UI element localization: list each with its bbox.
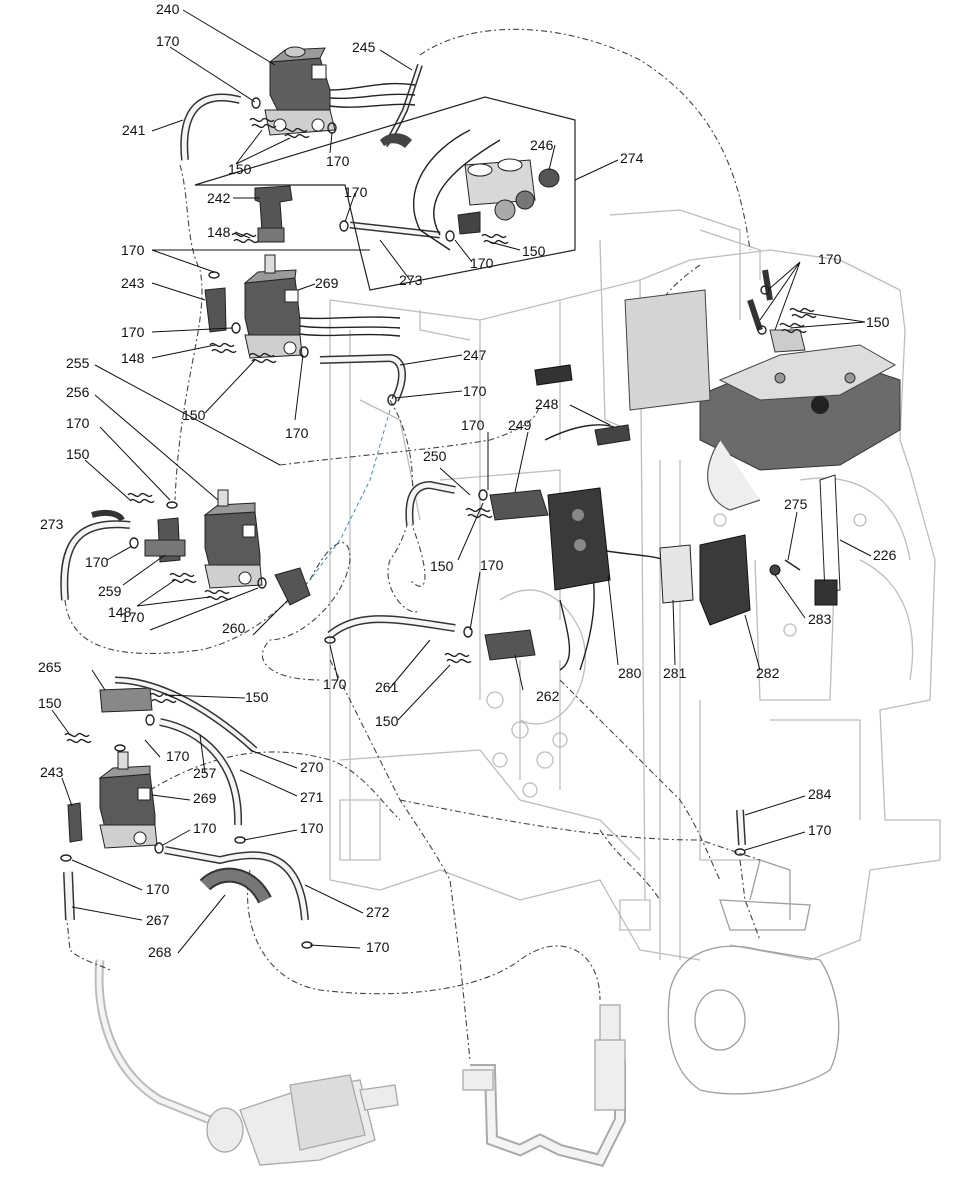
label-150: 150 <box>38 695 62 711</box>
solenoid-valve-240 <box>264 46 336 136</box>
label-265: 265 <box>38 659 62 675</box>
label-150: 150 <box>245 689 269 705</box>
label-270: 270 <box>300 759 324 775</box>
label-248: 248 <box>535 396 559 412</box>
label-240: 240 <box>156 1 180 17</box>
label-247: 247 <box>463 347 487 363</box>
label-170: 170 <box>463 383 487 399</box>
label-269: 269 <box>193 790 217 806</box>
label-150: 150 <box>430 558 454 574</box>
label-170: 170 <box>285 425 309 441</box>
connection-lines <box>64 28 761 1061</box>
label-150: 150 <box>228 161 252 177</box>
label-170: 170 <box>818 251 842 267</box>
label-284: 284 <box>808 786 832 802</box>
label-170: 170 <box>480 557 504 573</box>
label-259: 259 <box>98 583 122 599</box>
label-150: 150 <box>375 713 399 729</box>
label-170: 170 <box>146 881 170 897</box>
label-267: 267 <box>146 912 170 928</box>
label-243: 243 <box>40 764 64 780</box>
label-271: 271 <box>300 789 324 805</box>
label-148: 148 <box>108 604 132 620</box>
label-273: 273 <box>399 272 423 288</box>
label-148: 148 <box>121 350 145 366</box>
label-170: 170 <box>366 939 390 955</box>
label-282: 282 <box>756 665 780 681</box>
label-269: 269 <box>315 275 339 291</box>
brew-unit-block <box>699 329 901 511</box>
label-170: 170 <box>193 820 217 836</box>
solenoid-valve-256 <box>203 489 263 589</box>
label-150: 150 <box>182 407 206 423</box>
leader-lines <box>51 9 872 954</box>
label-256: 256 <box>66 384 90 400</box>
label-226: 226 <box>873 547 897 563</box>
label-243: 243 <box>121 275 145 291</box>
label-274: 274 <box>620 150 644 166</box>
blue-guide-line <box>309 409 391 581</box>
label-260: 260 <box>222 620 246 636</box>
label-170: 170 <box>344 184 368 200</box>
label-170: 170 <box>121 324 145 340</box>
label-170: 170 <box>121 609 145 625</box>
hoses <box>60 64 773 921</box>
label-150: 150 <box>522 243 546 259</box>
callout-labels: 240 170 245 241 150 170 246 274 242 170 … <box>38 1 897 960</box>
label-281: 281 <box>663 665 687 681</box>
label-280: 280 <box>618 665 642 681</box>
label-262: 262 <box>536 688 560 704</box>
label-245: 245 <box>352 39 376 55</box>
label-249: 249 <box>508 417 532 433</box>
label-241: 241 <box>122 122 146 138</box>
label-150: 150 <box>866 314 890 330</box>
boiler-casting <box>667 859 840 1095</box>
label-170: 170 <box>461 417 485 433</box>
label-170: 170 <box>326 153 350 169</box>
label-170: 170 <box>66 415 90 431</box>
solenoid-valve-269-lower <box>98 751 158 849</box>
electrical-components <box>91 133 841 626</box>
label-170: 170 <box>808 822 832 838</box>
label-255: 255 <box>66 355 90 371</box>
label-170: 170 <box>85 554 109 570</box>
label-250: 250 <box>423 448 447 464</box>
fittings <box>67 185 549 843</box>
label-273: 273 <box>40 516 64 532</box>
label-170: 170 <box>470 255 494 271</box>
label-170: 170 <box>121 242 145 258</box>
label-283: 283 <box>808 611 832 627</box>
label-170: 170 <box>166 748 190 764</box>
label-268: 268 <box>148 944 172 960</box>
pump-ghost <box>94 959 399 1166</box>
label-261: 261 <box>375 679 399 695</box>
label-246: 246 <box>530 137 554 153</box>
label-170: 170 <box>156 33 180 49</box>
machine-frame <box>329 209 941 961</box>
label-148: 148 <box>207 224 231 240</box>
label-242: 242 <box>207 190 231 206</box>
label-170: 170 <box>323 676 347 692</box>
label-170: 170 <box>300 820 324 836</box>
label-275: 275 <box>784 496 808 512</box>
flowmeter-ghost <box>462 1004 626 1167</box>
label-150: 150 <box>66 446 90 462</box>
label-272: 272 <box>366 904 390 920</box>
solenoid-valve-269-upper <box>243 254 303 359</box>
label-257: 257 <box>193 765 217 781</box>
detail-box-274 <box>194 96 576 291</box>
